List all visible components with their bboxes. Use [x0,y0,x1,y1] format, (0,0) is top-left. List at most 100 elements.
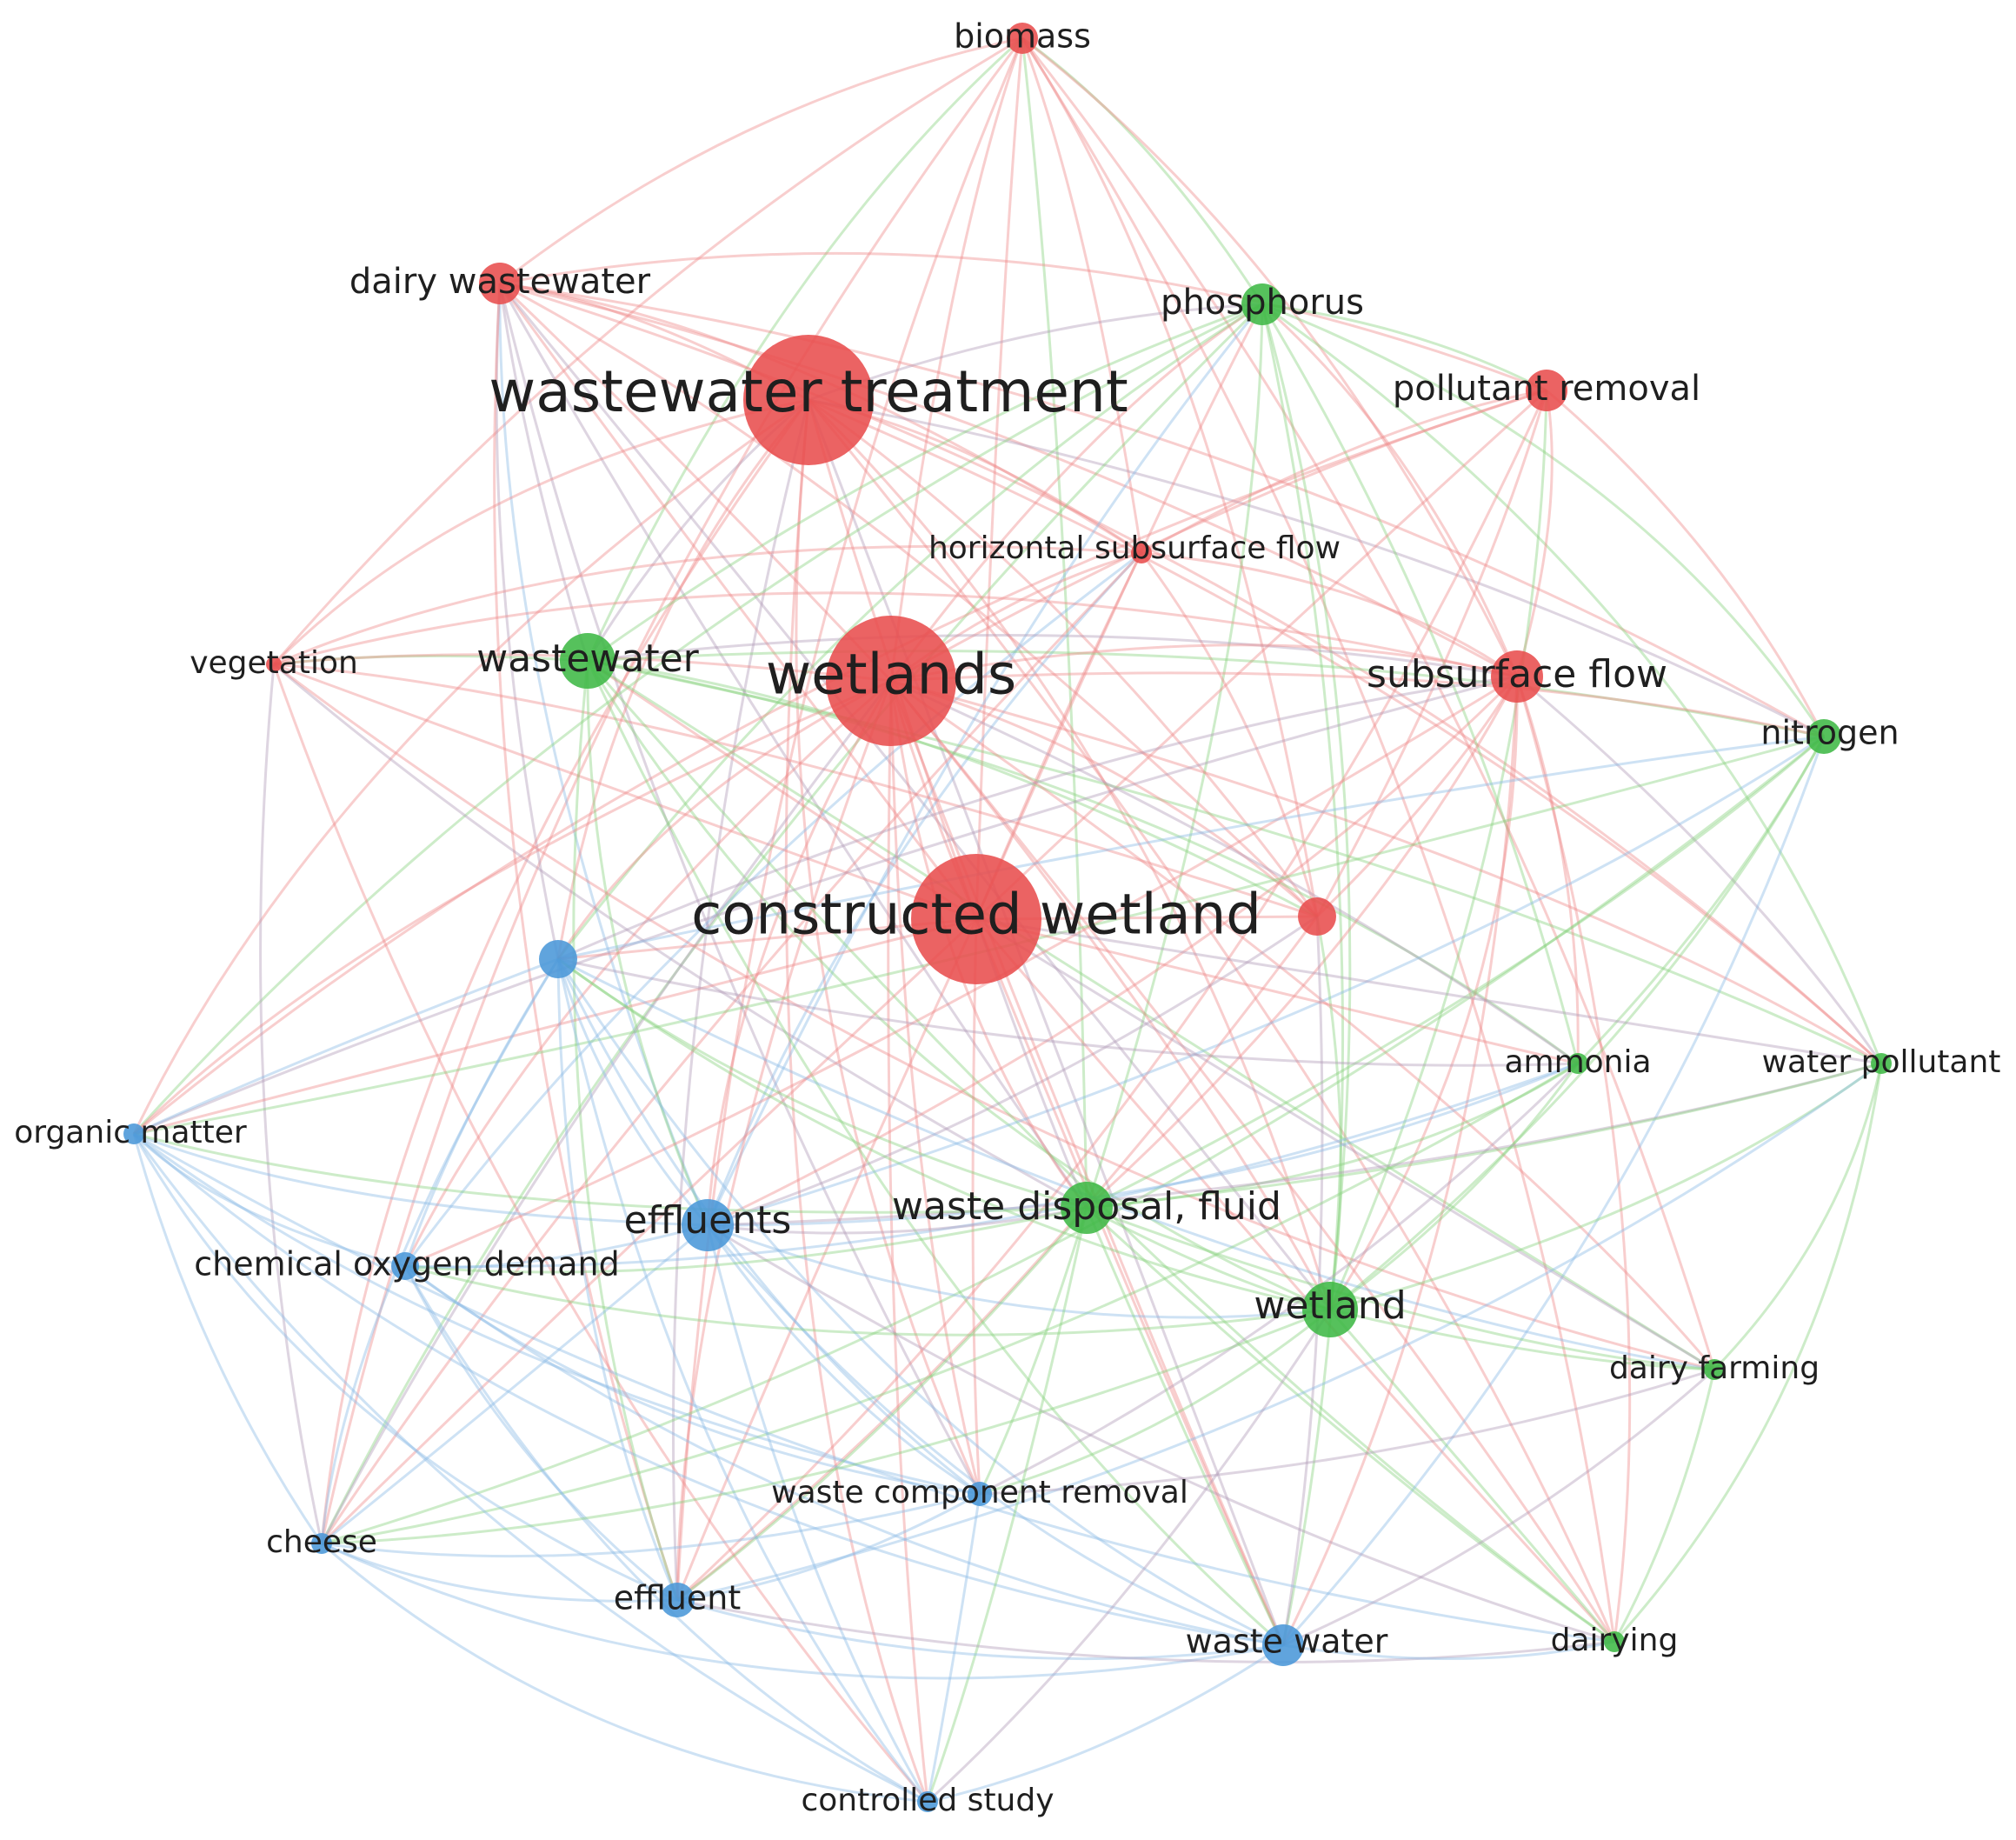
node-biomass[interactable] [1007,23,1038,54]
link-subsurface_flow-wetland [1328,676,1519,1310]
link-vegetation-unlabeled_red [273,663,1318,918]
node-waste-disposal-fluid[interactable] [1061,1182,1113,1234]
link-phosphorus-wetland [1261,303,1352,1310]
link-organic_matter-cheese [132,1133,323,1544]
node-dairy-wastewater[interactable] [479,263,521,304]
link-constructed_wetland-dairy_farming [975,917,1715,1371]
node-wastewater[interactable] [560,633,615,689]
node-pollutant-removal[interactable] [1526,370,1567,411]
link-organic_matter-chemical_oxygen_demand [132,1132,406,1268]
label-waste-disposal-fluid: waste disposal, fluid [892,1184,1281,1229]
node-unlabeled-blue[interactable] [539,940,577,978]
link-wastewater-dairy_farming [587,659,1715,1371]
link-wastewater-water_pollutant [587,659,1882,1065]
link-dairy_wastewater-waste_component_removal [498,283,981,1495]
link-dairy_wastewater-nitrogen [499,282,1825,738]
link-waste_component_removal-cheese [321,1492,981,1558]
node-nitrogen[interactable] [1806,719,1841,754]
node-controlled-study[interactable] [917,1791,938,1812]
link-organic_matter-waste_water [133,1132,1284,1647]
node-organic-matter[interactable] [123,1123,144,1144]
node-phosphorus[interactable] [1241,283,1283,325]
link-wastewater_treatment-controlled_study [784,399,929,1803]
link-pollutant_removal-wetlands [890,389,1547,683]
link-dairy_wastewater-wastewater [498,283,589,662]
node-dairying[interactable] [1604,1631,1625,1652]
label-waste-water: waste water [1186,1623,1388,1661]
link-phosphorus-waste_water [1261,303,1344,1646]
link-waste_disposal_fluid-dairying [1085,1206,1615,1643]
link-unlabeled_red-effluent [676,916,1319,1602]
link-ammonia-wetland [1329,1063,1580,1311]
link-waste_disposal_fluid-effluent [676,1207,1088,1602]
link-constructed_wetland-ammonia [975,917,1579,1065]
link-phosphorus-wetlands [889,303,1263,682]
node-subsurface-flow[interactable] [1491,650,1543,703]
node-waste-water[interactable] [1262,1624,1304,1666]
link-subsurface_flow-dairying [1515,676,1632,1643]
link-subsurface_flow-effluents [707,675,1519,1227]
node-dairy-farming[interactable] [1704,1359,1725,1380]
node-water-pollutant[interactable] [1871,1053,1892,1074]
link-horizontal_subsurface_flow-chemical_oxygen_demand [403,551,1142,1267]
node-cheese[interactable] [311,1533,332,1554]
node-effluents[interactable] [682,1199,734,1251]
node-unlabeled-red[interactable] [1298,897,1336,936]
link-phosphorus-subsurface_flow [1261,303,1519,677]
link-wastewater-effluent [572,660,679,1601]
link-layer [132,37,1883,1803]
node-effluent[interactable] [660,1583,695,1617]
link-wastewater-nitrogen [587,650,1825,738]
link-unlabeled_blue-dairy_farming [557,957,1715,1371]
link-pollutant_removal-nitrogen [1546,389,1826,737]
link-wastewater_treatment-nitrogen [808,398,1825,738]
node-wastewater-treatment[interactable] [743,335,874,465]
link-constructed_wetland-effluent [675,918,978,1601]
link-phosphorus-waste_disposal_fluid [1085,303,1264,1209]
link-wetlands-unlabeled_red [890,679,1319,918]
node-vegetation[interactable] [266,657,282,672]
node-ammonia[interactable] [1567,1053,1588,1074]
link-chemical_oxygen_demand-controlled_study [403,1265,928,1803]
link-unlabeled_red-wetland [1315,916,1342,1310]
node-waste-component-removal[interactable] [968,1482,992,1506]
node-constructed-wetland[interactable] [911,854,1041,984]
link-waste_disposal_fluid-controlled_study [926,1207,1088,1803]
node-horizontal-subsurface-flow[interactable] [1131,543,1152,563]
label-organic-matter: organic matter [14,1115,247,1150]
link-wetlands-nitrogen [890,671,1825,738]
link-dairy_wastewater-waste_disposal_fluid [498,283,1088,1209]
link-wastewater_treatment-waste_component_removal [795,399,981,1495]
link-dairy_wastewater-subsurface_flow [499,282,1518,678]
label-effluent: effluent [614,1579,742,1617]
link-wastewater_treatment-water_pollutant [808,398,1883,1065]
link-wetlands-dairy_farming [890,679,1716,1370]
link-pollutant_removal-horizontal_subsurface_flow [1141,389,1547,555]
link-ammonia-chemical_oxygen_demand [404,1062,1579,1269]
link-wetlands-effluents [706,680,893,1226]
link-dairy_wastewater-pollutant_removal [499,251,1547,392]
label-wetland: wetland [1254,1283,1406,1328]
node-chemical-oxygen-demand[interactable] [391,1252,419,1280]
link-wastewater_treatment-waste_water [807,399,1285,1646]
node-wetlands[interactable] [826,616,956,746]
link-biomass-dairying [1021,37,1616,1643]
link-effluents-chemical_oxygen_demand [404,1223,709,1270]
link-wastewater_treatment-effluent [671,399,810,1601]
link-effluents-waste_component_removal [706,1224,981,1496]
link-wastewater_treatment-vegetation [272,398,809,666]
link-waste_disposal_fluid-dairy_farming [1086,1206,1715,1371]
link-constructed_wetland-unlabeled_blue [557,917,977,961]
link-wetlands-organic_matter [132,679,892,1136]
link-wastewater-unlabeled_red [587,659,1318,918]
link-water_pollutant-dairying [1613,1063,1883,1643]
label-water-pollutant: water pollutant [1762,1044,2001,1080]
link-biomass-dairy_wastewater [499,37,1023,285]
node-wetland[interactable] [1302,1282,1358,1337]
link-organic_matter-effluent [132,1133,678,1602]
link-dairy_wastewater-wetland [498,283,1332,1310]
link-horizontal_subsurface_flow-vegetation [273,544,1142,666]
link-waste_water-controlled_study [927,1643,1284,1803]
